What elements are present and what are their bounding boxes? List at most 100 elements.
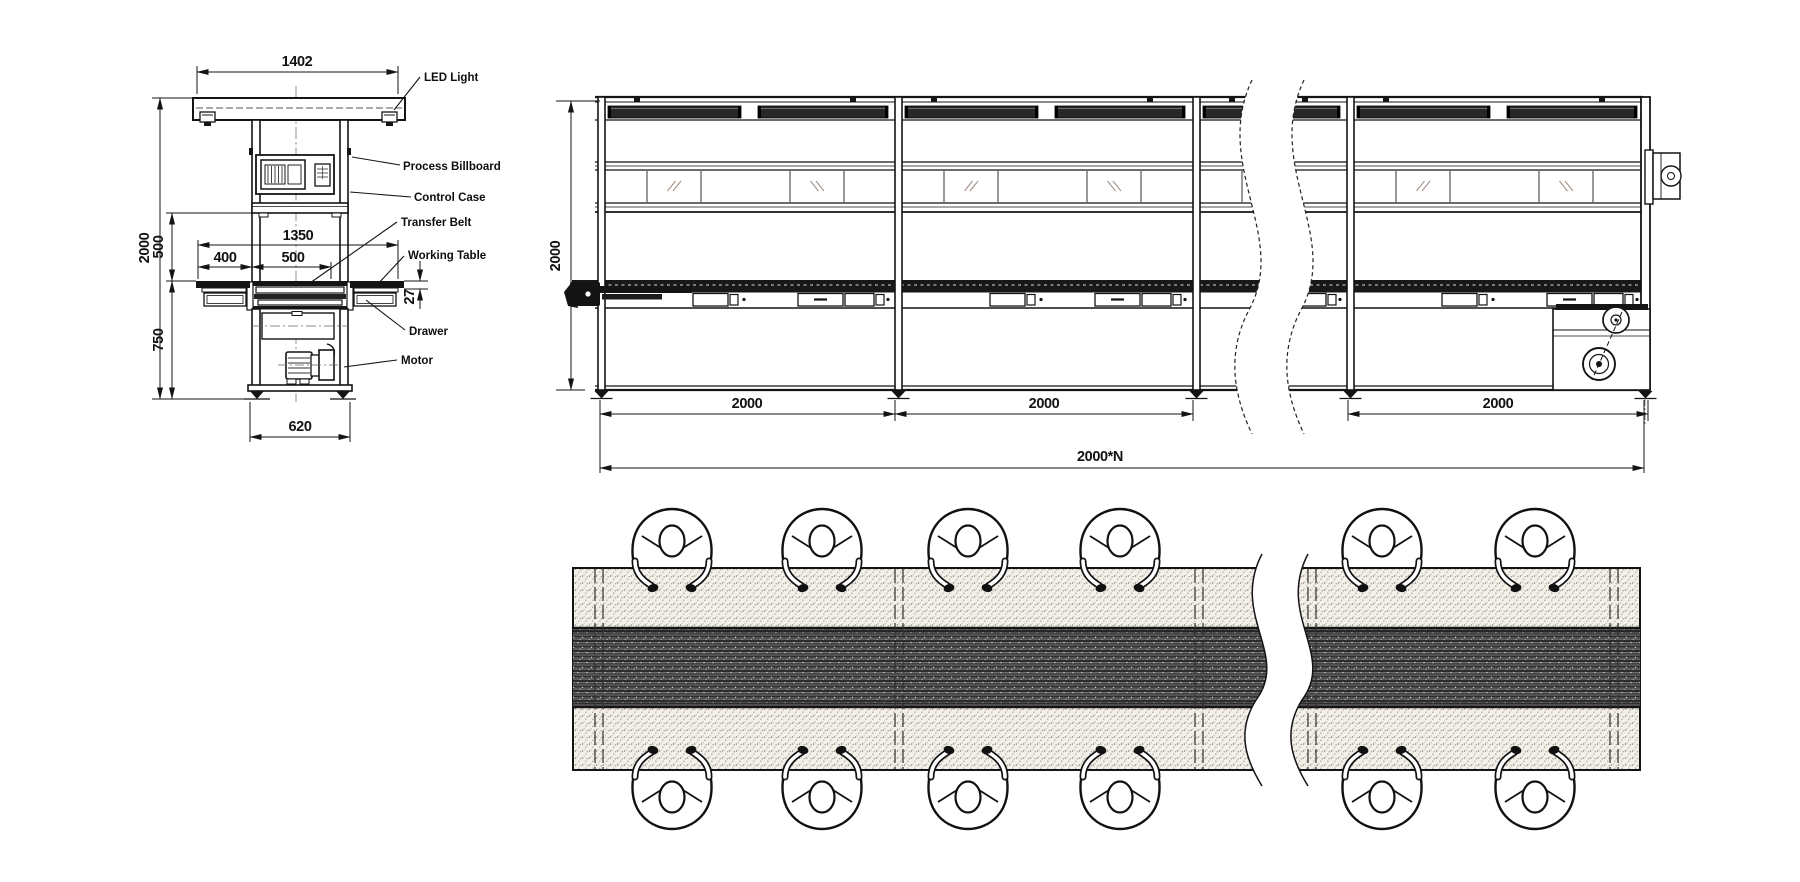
path-shape [375, 255, 405, 287]
glass-slash-mark [1564, 180, 1574, 192]
rail-tab [634, 97, 640, 102]
led-bar-cap [1203, 106, 1206, 118]
idler-guard [570, 282, 600, 306]
dim-750: 750 [151, 328, 167, 351]
glass-slash-mark [964, 180, 973, 192]
canopy [192, 97, 406, 126]
conveyor-belt-band [1280, 280, 1650, 293]
drawer-front [1141, 292, 1172, 307]
drawer-knob [1039, 297, 1043, 302]
motor-side [278, 343, 340, 385]
path-shape [326, 343, 336, 358]
glass-slash-mark [1112, 180, 1122, 192]
rect-shape [192, 97, 406, 121]
under-cabinet [252, 311, 348, 340]
front-view-dimensions [556, 100, 1649, 473]
dim-500-horiz: 500 [282, 250, 305, 266]
drawer-knob [742, 297, 746, 302]
leveling-foot [891, 391, 906, 399]
led-bar-cap [1634, 106, 1637, 118]
rail-tab [931, 97, 937, 102]
glass-slash-mark [1416, 180, 1425, 192]
drawer-knob [1183, 297, 1187, 302]
led-lamp-right [381, 111, 398, 126]
glass-slash-mark [1107, 180, 1116, 192]
rect-shape [206, 295, 244, 304]
idler-rail-lower [602, 294, 662, 300]
plan-view [572, 509, 1641, 829]
glass-slash-mark [1120, 181, 1128, 191]
rect-shape [287, 164, 302, 185]
dim-400: 400 [214, 250, 237, 266]
break-line [1244, 553, 1268, 787]
drive-pulley-center [1614, 318, 1618, 322]
dim-500-vert: 500 [151, 235, 167, 258]
rect-shape [356, 295, 394, 304]
transfer-belt [246, 281, 354, 311]
drive-end [1552, 149, 1682, 424]
upright-left [251, 119, 261, 284]
leveling-foot [594, 391, 609, 399]
led-bar-cap [1507, 106, 1510, 118]
rect-shape [196, 281, 250, 288]
callout-working-table: Working Table [408, 250, 486, 262]
rect-shape [347, 148, 351, 155]
led-bar-cap [738, 106, 741, 118]
glass-slash-mark [1421, 180, 1431, 192]
rect-shape [249, 148, 253, 155]
led-light-bar [757, 105, 889, 119]
break-line [1290, 553, 1314, 787]
break-line [1286, 79, 1314, 435]
drawer-latch [875, 293, 885, 306]
base [244, 384, 356, 400]
break-band [1234, 80, 1313, 434]
glass-slash-mark [810, 180, 819, 192]
drawer-latch [1624, 293, 1634, 306]
dim-620: 620 [289, 419, 312, 435]
led-light-bar [607, 105, 742, 119]
drive-guard [1556, 304, 1648, 310]
conveyor-belt-band [572, 280, 1270, 293]
led-bar-cap [885, 106, 888, 118]
drawer-knob [886, 297, 890, 302]
callout-transfer-belt: Transfer Belt [401, 217, 471, 229]
rect-shape [252, 306, 348, 310]
idler-roller-dot [585, 291, 591, 297]
working-table-left [196, 281, 250, 307]
led-bar-cap [1055, 106, 1058, 118]
led-bar-cap [1487, 106, 1490, 118]
polygon-shape [250, 391, 264, 399]
drawer-front [844, 292, 875, 307]
glass-slash-mark [672, 180, 682, 192]
led-bar-cap [608, 106, 611, 118]
glass-slash-mark [815, 180, 825, 192]
rect-shape [201, 287, 247, 293]
dim-1350: 1350 [283, 228, 314, 244]
station-post [597, 96, 606, 391]
path-shape [365, 299, 406, 331]
rect-shape [353, 287, 399, 293]
led-bar-cap [758, 106, 761, 118]
callout-led-light: LED Light [424, 72, 478, 84]
polygon-shape [336, 391, 350, 399]
rail-tab [1599, 97, 1605, 102]
led-bar-cap [1357, 106, 1360, 118]
leveling-foot [1189, 391, 1204, 399]
dim-2000-seg2: 2000 [1029, 396, 1060, 412]
rect-shape [257, 299, 343, 306]
dim-2000-front-height: 2000 [548, 240, 564, 271]
led-bar-cap [1035, 106, 1038, 118]
rail-tab [1383, 97, 1389, 102]
drawer-latch [1478, 293, 1488, 306]
dim-2000-seg3: 2000 [1483, 396, 1514, 412]
glass-slash-mark [1406, 181, 1414, 191]
rect-shape [204, 122, 211, 126]
callout-motor: Motor [401, 355, 433, 367]
glass-slash-mark [1559, 180, 1568, 192]
process-billboard [255, 154, 335, 195]
end-roller-hub [1667, 172, 1675, 180]
led-bar-cap [1337, 106, 1340, 118]
led-bar-cap [905, 106, 908, 118]
